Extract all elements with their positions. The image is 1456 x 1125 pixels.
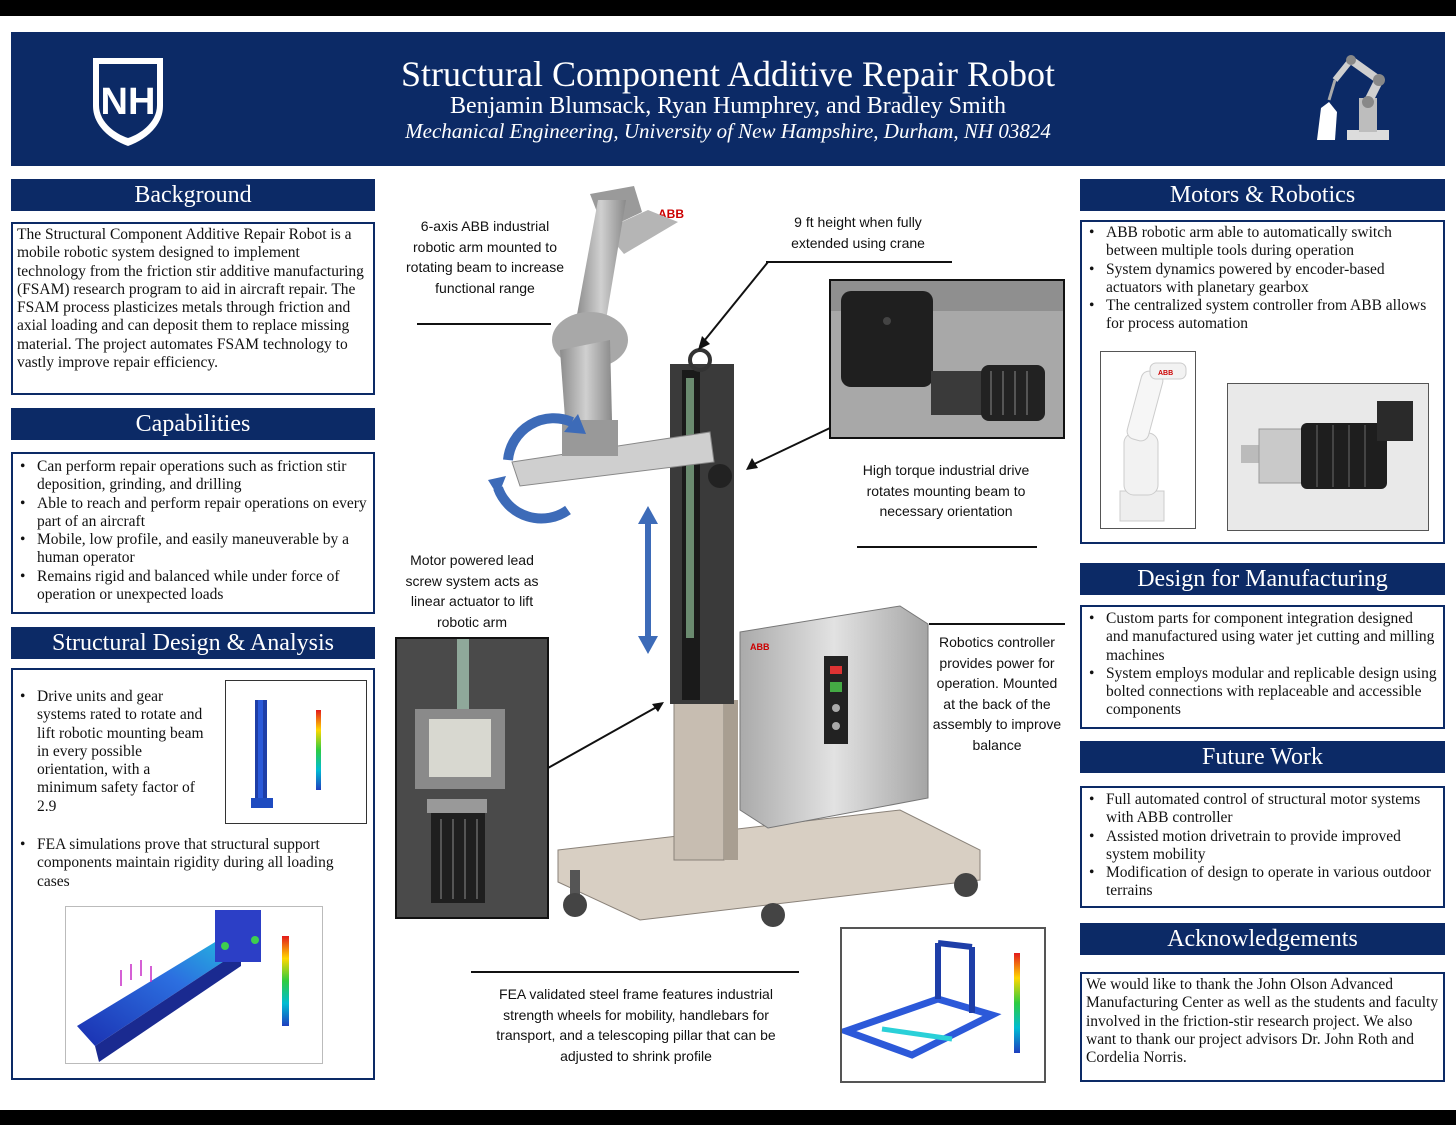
lead-screw-image (397, 639, 547, 917)
list-item: Assisted motion drivetrain to provide im… (1086, 828, 1437, 865)
callout-controller: Robotics controller provides power for o… (932, 634, 1062, 753)
drive-motor-inset (829, 279, 1065, 439)
callout-lead-screw: Motor powered lead screw system acts as … (405, 552, 539, 630)
list-item: Can perform repair operations such as fr… (17, 458, 367, 495)
list-item: Custom parts for component integration d… (1086, 610, 1437, 665)
capabilities-box: Can perform repair operations such as fr… (11, 452, 375, 614)
motors-box: ABB robotic arm able to automatically sw… (1080, 220, 1445, 544)
fea-pillar-image (225, 680, 367, 824)
frame-fea-image (842, 929, 1044, 1081)
callout-drive: High torque industrial drive rotates mou… (862, 462, 1030, 519)
drive-motor-image (831, 281, 1063, 437)
callout-rule (929, 623, 1065, 625)
future-heading: Future Work (1080, 741, 1445, 773)
callout-height: 9 ft height when fully extended using cr… (791, 214, 925, 251)
logo-text: NH (101, 81, 156, 123)
list-item: ABB robotic arm able to automatically sw… (1086, 224, 1437, 261)
dfm-box: Custom parts for component integration d… (1080, 605, 1445, 729)
list-item: Able to reach and perform repair operati… (17, 495, 367, 532)
poster-authors: Benjamin Blumsack, Ryan Humphrey, and Br… (449, 93, 1007, 119)
ack-heading: Acknowledgements (1080, 923, 1445, 955)
list-item: Modification of design to operate in var… (1086, 864, 1437, 901)
dfm-heading: Design for Manufacturing (1080, 563, 1445, 595)
callout-robotic-arm: 6-axis ABB industrial robotic arm mounte… (406, 218, 564, 296)
ack-text: We would like to thank the John Olson Ad… (1086, 976, 1439, 1067)
controller-abb-label: ABB (750, 642, 770, 652)
robot-arm-icon (1317, 55, 1389, 140)
list-item: System employs modular and replicable de… (1086, 665, 1437, 720)
list-item: System dynamics powered by encoder-based… (1086, 261, 1437, 298)
ack-box: We would like to thank the John Olson Ad… (1080, 972, 1445, 1082)
callout-frame: FEA validated steel frame features indus… (496, 986, 776, 1064)
callout-rule (417, 323, 551, 325)
photo-abb-label: ABB (1158, 370, 1173, 377)
list-item: The centralized system controller from A… (1086, 297, 1437, 334)
poster-title: Structural Component Additive Repair Rob… (401, 54, 1055, 94)
list-item: FEA simulations prove that structural su… (17, 836, 369, 891)
lead-screw-inset (395, 637, 549, 919)
frame-fea-inset (840, 927, 1046, 1083)
poster-header: Structural Component Additive Repair Rob… (11, 32, 1445, 166)
list-item: Drive units and gear systems rated to ro… (17, 688, 214, 816)
robot-assembly-drawing: ABB ABB (488, 186, 981, 927)
callout-rule (857, 546, 1037, 548)
future-box: Full automated control of structural mot… (1080, 786, 1445, 908)
list-item: Full automated control of structural mot… (1086, 791, 1437, 828)
fea-beam-image (65, 906, 323, 1064)
capabilities-heading: Capabilities (11, 408, 375, 440)
unh-shield-logo: NH (93, 58, 163, 146)
background-box: The Structural Component Additive Repair… (11, 222, 375, 395)
structural-heading: Structural Design & Analysis (11, 627, 375, 659)
motors-heading: Motors & Robotics (1080, 179, 1445, 211)
list-item: Remains rigid and balanced while under f… (17, 568, 367, 605)
callout-rule (766, 261, 952, 263)
structural-box: Drive units and gear systems rated to ro… (11, 668, 375, 1080)
callout-rule (471, 971, 799, 973)
gear-motor-photo (1227, 383, 1429, 531)
background-heading: Background (11, 179, 375, 211)
abb-robot-photo: ABB (1100, 351, 1196, 529)
background-text: The Structural Component Additive Repair… (17, 226, 364, 372)
poster-affiliation: Mechanical Engineering, University of Ne… (405, 119, 1051, 143)
list-item: Mobile, low profile, and easily maneuver… (17, 531, 367, 568)
